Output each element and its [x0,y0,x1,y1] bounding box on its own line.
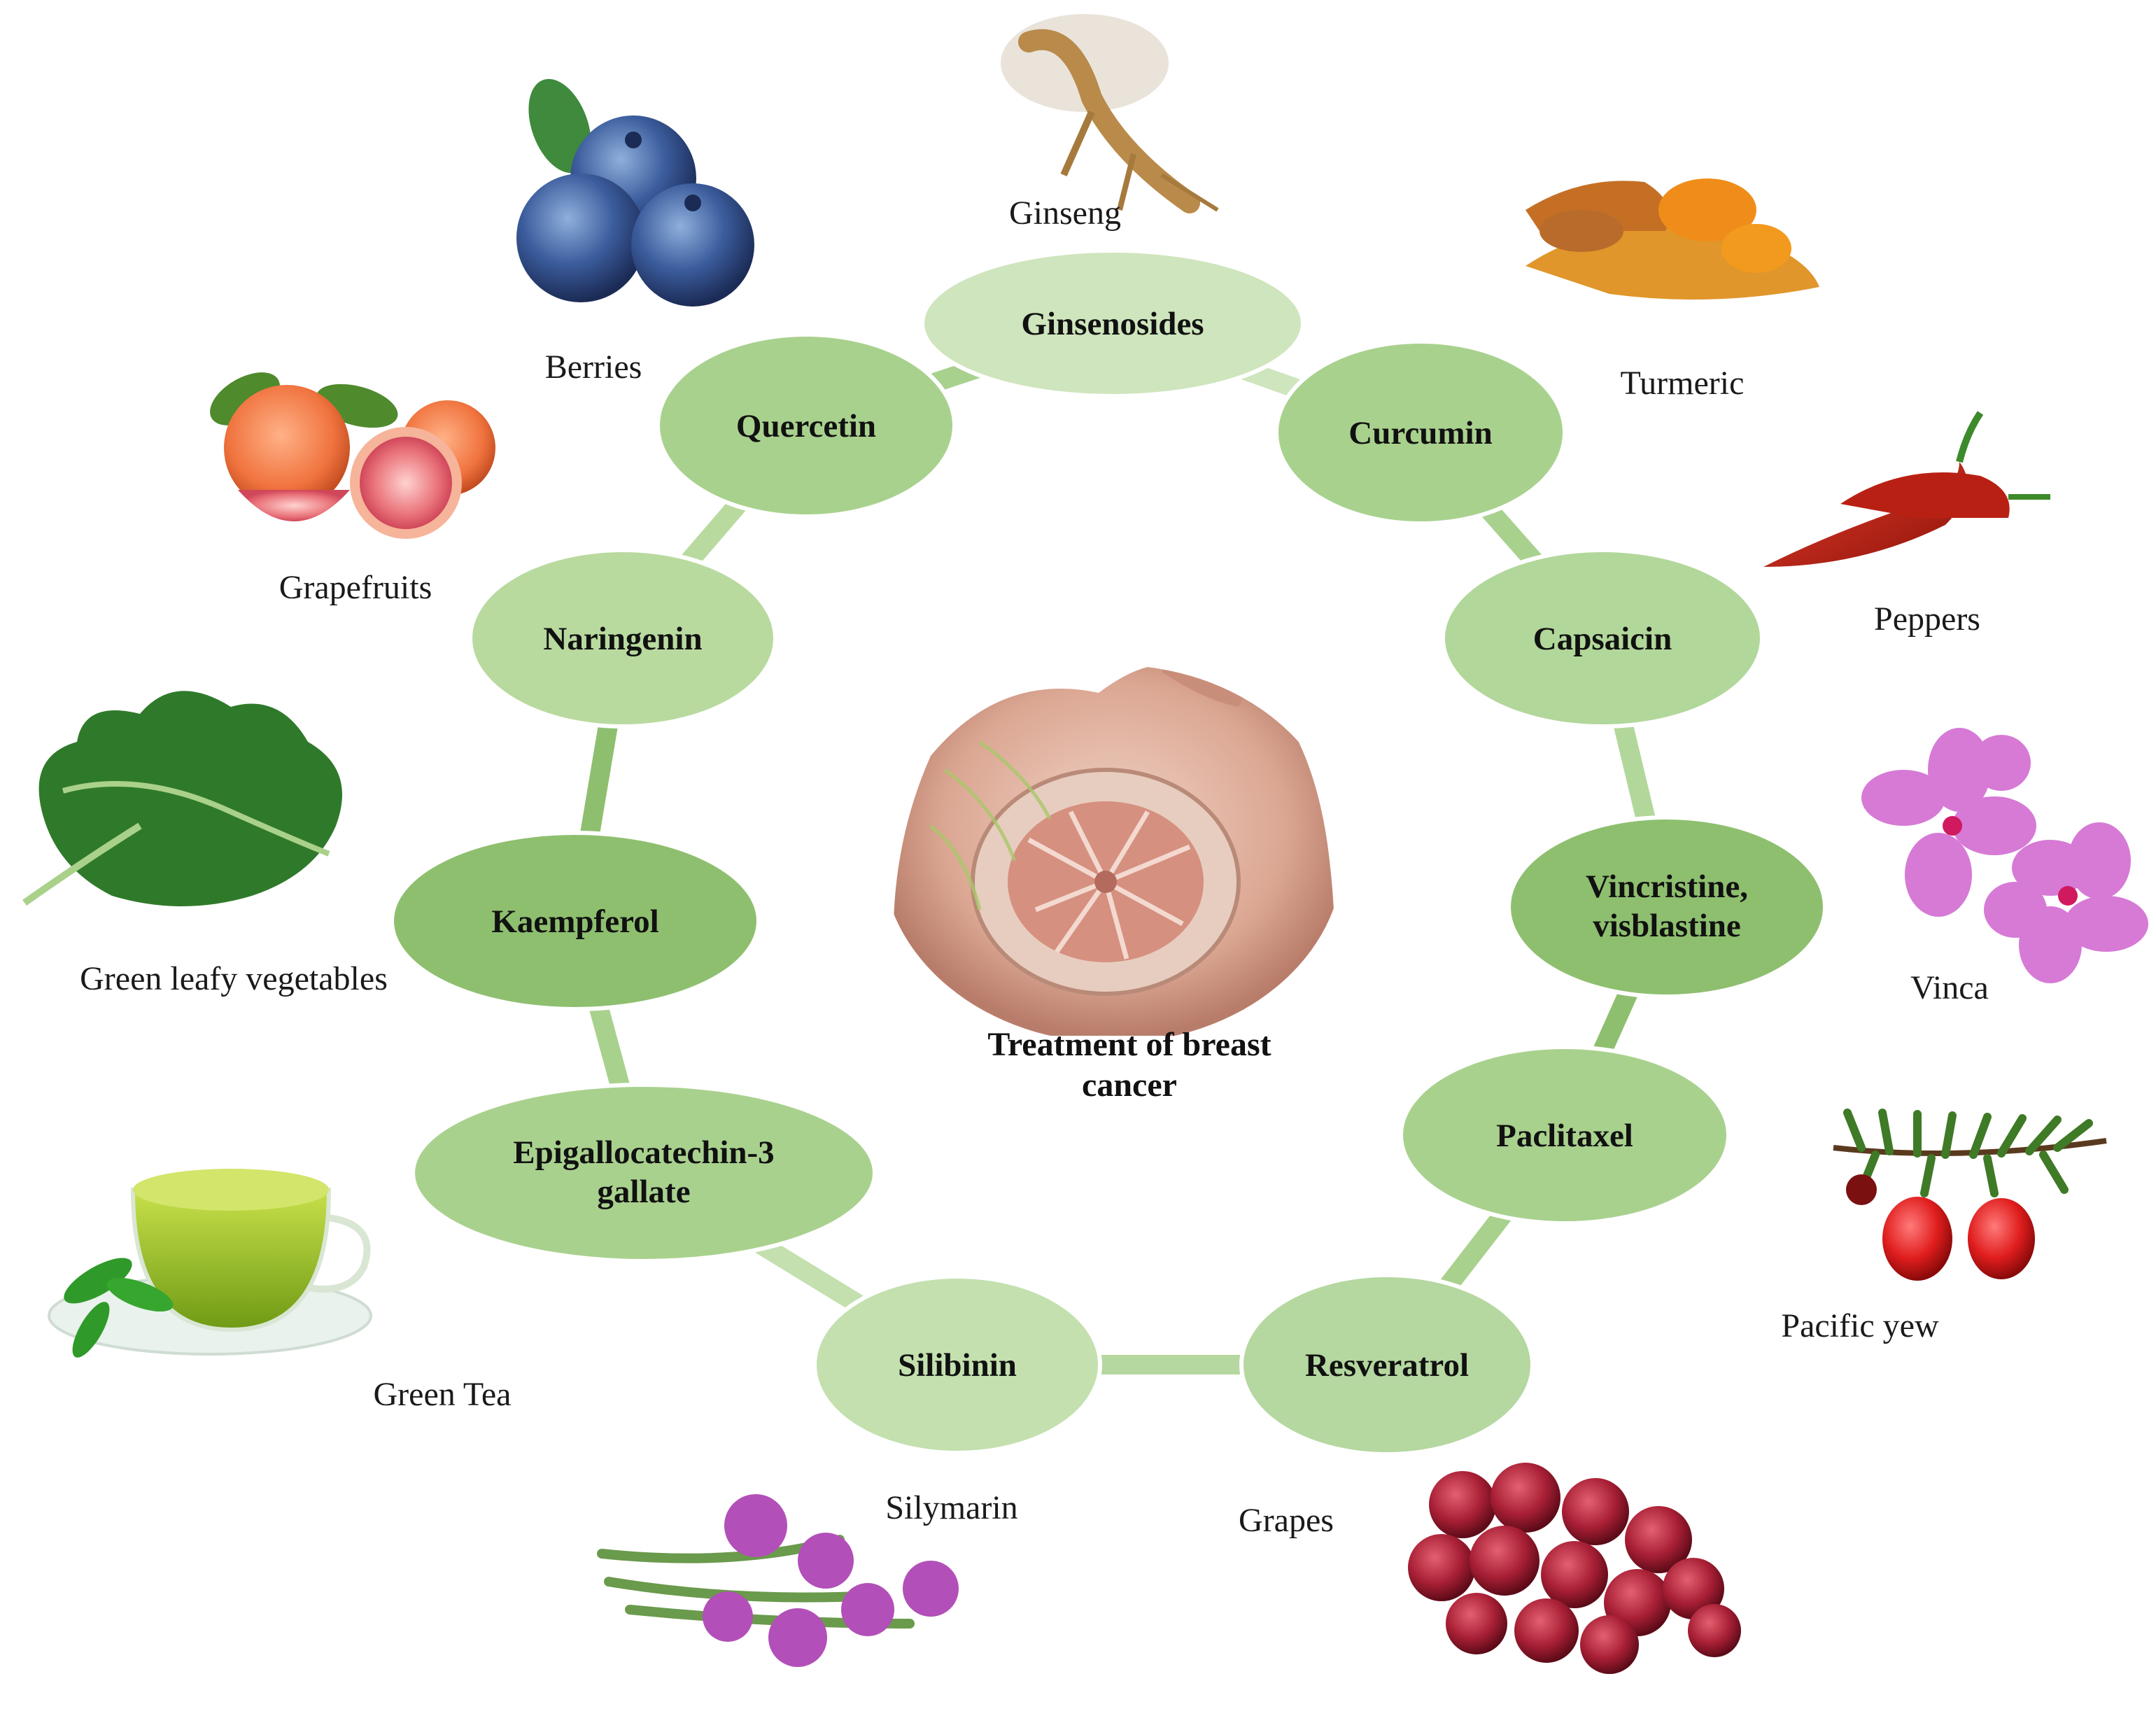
green-tea-cup-icon [48,1169,372,1358]
compound-label: Quercetin [736,408,876,444]
compound-node: Paclitaxel [1399,1045,1731,1225]
compound-ellipse [1239,1273,1535,1456]
source-label: Peppers [1874,600,1980,638]
compound-label: Ginsenosides [1021,306,1204,342]
compound-label: Epigallocatechin-3 [513,1134,774,1171]
vinca-flower-icon [1861,728,2148,983]
kale-icon [22,691,343,906]
grapes-icon [1408,1463,1741,1674]
compound-nodes: GinsenosidesCurcuminCapsaicinVincristine… [390,248,1827,1456]
center-title-line1: Treatment of breast [987,1026,1271,1063]
compound-label: Curcumin [1348,415,1492,451]
grapefruit-icon [210,372,495,539]
source-label: Silymarin [885,1489,1017,1526]
source-label: Green leafy vegetables [80,960,388,997]
compound-ellipse [920,248,1305,398]
compound-node: Silibinin [812,1274,1102,1455]
turmeric-icon [1526,178,1819,300]
compound-node: Naringenin [468,548,777,729]
blueberries-icon [516,78,754,307]
compound-ellipse [656,332,957,519]
compound-ellipse [812,1274,1102,1455]
ginseng-root-icon [1001,14,1219,213]
compound-label: visblastine [1593,908,1741,944]
compound-ellipse [1507,815,1827,999]
source-label: Ginseng [1009,195,1121,232]
compound-label: Resveratrol [1305,1347,1469,1384]
compound-node: Capsaicin [1441,548,1764,729]
compound-label: Capsaicin [1533,621,1672,657]
compound-label: Silibinin [898,1347,1017,1384]
compound-label: Kaempferol [491,903,658,940]
compound-node: Ginsenosides [920,248,1305,398]
yew-berry-icon [1833,1109,2107,1281]
milk-thistle-icon [597,1494,959,1667]
compound-ellipse [390,831,761,1011]
center-title-line2: cancer [1082,1067,1177,1104]
compound-node: Curcumin [1274,339,1567,526]
compound-node: Kaempferol [390,831,761,1011]
compound-node: Quercetin [656,332,957,519]
compound-label: Paclitaxel [1496,1118,1633,1154]
compound-ellipse [1274,339,1567,526]
source-label: Green Tea [374,1376,512,1413]
compound-ellipse [1441,548,1764,729]
source-label: Turmeric [1621,365,1745,402]
compound-label: Naringenin [543,621,702,657]
source-label: Vinca [1910,969,1989,1006]
chili-pepper-icon [1763,411,2050,567]
compound-ellipse [411,1083,877,1263]
source-label: Grapes [1239,1502,1334,1539]
breast-anatomy-illustration: Treatment of breast cancer [882,665,1344,1104]
source-label: Grapefruits [279,569,432,606]
compound-ellipse [468,548,777,729]
compound-label: gallate [597,1174,690,1210]
compound-label: Vincristine, [1586,868,1748,905]
compound-node: Vincristine,visblastine [1507,815,1827,999]
source-label: Berries [545,349,642,386]
compound-ellipse [1399,1045,1731,1225]
source-label: Pacific yew [1781,1307,1939,1344]
compound-node: Resveratrol [1239,1273,1535,1456]
